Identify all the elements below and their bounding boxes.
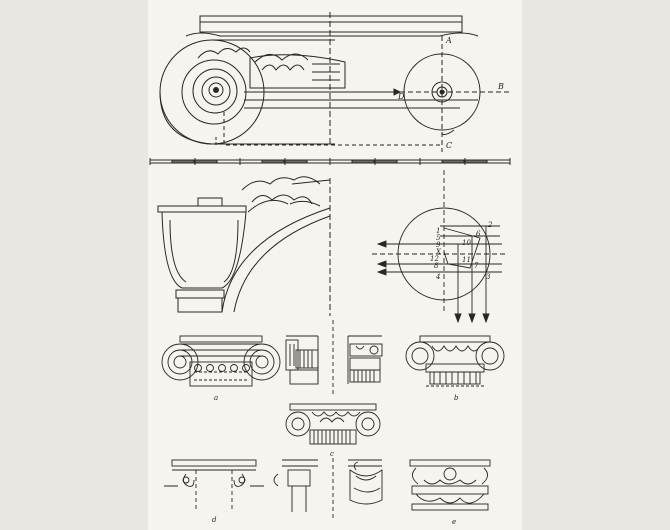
scale-segment bbox=[261, 159, 285, 164]
volute-num-6: 6 bbox=[476, 230, 481, 238]
point-labels: A B C D bbox=[397, 36, 504, 150]
abacus bbox=[199, 15, 463, 33]
shaft-outline bbox=[223, 112, 442, 146]
capital-variant-c bbox=[285, 403, 381, 445]
label-point-a: A bbox=[445, 36, 452, 45]
capital-variant-center-top bbox=[285, 320, 383, 396]
volute-num-1: 1 bbox=[436, 227, 440, 235]
capital-variant-b bbox=[405, 335, 505, 387]
echinus bbox=[197, 47, 346, 109]
variant-a-ornament bbox=[194, 364, 250, 372]
scale-segment bbox=[194, 159, 218, 164]
volute-numbers: 1 2 3 4 5 6 7 8 9 10 11 12 X bbox=[430, 221, 493, 281]
ornament-rosette bbox=[230, 364, 238, 372]
volute-num-4: 4 bbox=[435, 273, 440, 281]
ornament-rosette bbox=[206, 364, 214, 372]
scale-segment bbox=[441, 159, 465, 164]
capital-variant-center-bottom bbox=[273, 458, 383, 518]
volute-num-5: 5 bbox=[436, 234, 441, 242]
scale-segment bbox=[464, 159, 488, 164]
figure-label-e: e bbox=[452, 518, 456, 526]
right-volute-construction bbox=[335, 36, 510, 152]
scale-segment bbox=[284, 159, 308, 164]
scale-ticks bbox=[149, 158, 511, 165]
volute-num-8: 8 bbox=[434, 262, 439, 270]
figure-label-c: c bbox=[330, 450, 334, 458]
volute-num-3: 3 bbox=[486, 273, 491, 281]
ionic-capital-elevation bbox=[159, 12, 510, 152]
scale-segment bbox=[171, 159, 195, 164]
scale-segment bbox=[351, 159, 375, 164]
ornament-rosette bbox=[194, 364, 202, 372]
scale-bar bbox=[149, 158, 511, 165]
ionic-capital-side bbox=[157, 176, 331, 316]
volute-num-11: 11 bbox=[462, 256, 471, 264]
volute-construction-diagram bbox=[372, 170, 506, 324]
figure-label-a: a bbox=[214, 394, 218, 402]
label-point-d: D bbox=[397, 92, 405, 101]
label-point-c: C bbox=[446, 141, 452, 150]
volute-num-12: 12 bbox=[430, 255, 439, 263]
ornament-rosette bbox=[218, 364, 226, 372]
figure-label-b: b bbox=[454, 394, 459, 402]
volute-x-mark: X bbox=[435, 248, 442, 256]
figure-label-d: d bbox=[212, 516, 217, 524]
volute-num-10: 10 bbox=[462, 239, 471, 247]
label-point-b: B bbox=[497, 82, 504, 91]
volute-num-9: 9 bbox=[436, 241, 441, 249]
scale-segment bbox=[374, 159, 398, 164]
capital-variant-a bbox=[161, 335, 281, 387]
capital-variant-d bbox=[164, 459, 264, 510]
capital-variant-e bbox=[409, 459, 491, 511]
ornament-rosette bbox=[242, 364, 250, 372]
volute-num-7: 7 bbox=[474, 262, 479, 270]
volute-num-2: 2 bbox=[487, 221, 493, 229]
